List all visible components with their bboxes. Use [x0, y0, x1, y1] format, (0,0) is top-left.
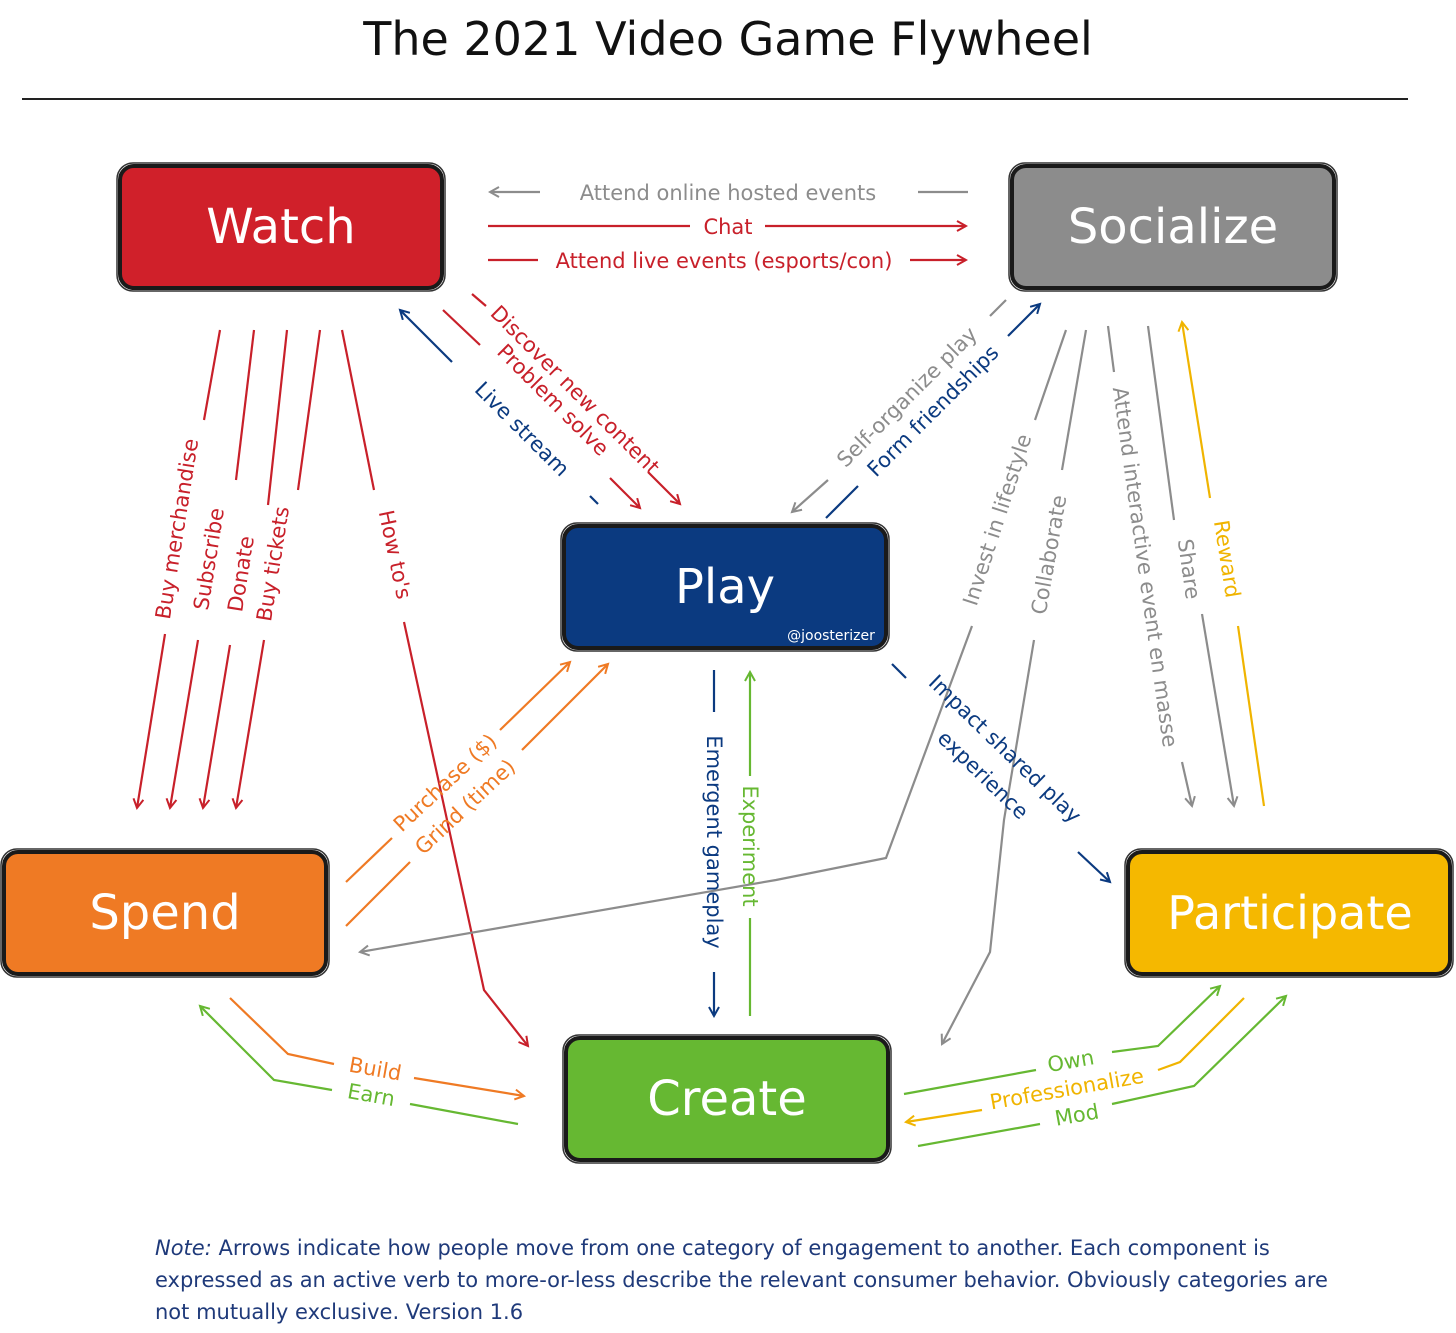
- arrow-earn: [200, 1006, 519, 1126]
- arrow-buy-tickets: [236, 329, 322, 808]
- node-play: Play @joosterizer: [560, 522, 890, 652]
- arrow-self-organize: [792, 299, 1007, 512]
- arrow-live-stream: [400, 310, 599, 505]
- arrow-attend-interactive: [1106, 325, 1192, 806]
- label-mod: Mod: [1053, 1099, 1101, 1130]
- diagram-title: The 2021 Video Game Flywheel: [363, 12, 1093, 66]
- arrow-collaborate: [942, 329, 1088, 1044]
- arrow-professionalize: [906, 997, 1245, 1122]
- arrow-discover: [471, 293, 680, 504]
- label-attend-interactive: Attend interactive event en masse: [1108, 385, 1182, 748]
- arrow-problem-solve: [442, 309, 640, 508]
- label-experiment: Experiment: [738, 785, 762, 906]
- node-play-label: Play: [675, 559, 775, 615]
- label-buy-tickets: Buy tickets: [252, 505, 294, 623]
- arrow-purchase: [345, 662, 570, 883]
- footnote-text: Arrows indicate how people move from one…: [155, 1236, 1328, 1324]
- label-reward: Reward: [1209, 518, 1245, 599]
- arrow-share: [1146, 325, 1234, 806]
- label-emergent: Emergent gameplay: [702, 735, 726, 948]
- footnote: Note: Arrows indicate how people move fr…: [155, 1232, 1355, 1328]
- label-chat: Chat: [703, 215, 752, 239]
- node-watch-label: Watch: [206, 199, 355, 255]
- node-socialize: Socialize: [1008, 162, 1338, 292]
- label-attend-live: Attend live events (esports/con): [556, 249, 893, 273]
- label-discover: Discover new content: [486, 301, 665, 480]
- arrow-reward: [1182, 322, 1266, 807]
- label-collaborate: Collaborate: [1027, 493, 1072, 616]
- arrow-grind: [345, 664, 608, 927]
- node-create-label: Create: [647, 1071, 807, 1127]
- arrow-donate: [203, 329, 289, 808]
- node-create: Create: [562, 1034, 892, 1164]
- node-spend: Spend: [0, 848, 330, 978]
- play-handle: @joosterizer: [787, 628, 875, 644]
- label-invest: Invest in lifestyle: [958, 431, 1036, 609]
- node-participate: Participate: [1124, 848, 1454, 978]
- node-watch: Watch: [116, 162, 446, 292]
- label-how-tos: How to's: [374, 508, 416, 601]
- title-divider: [22, 98, 1408, 100]
- arrow-own: [903, 986, 1220, 1096]
- arrow-how-tos: [340, 329, 528, 1046]
- label-attend-online: Attend online hosted events: [580, 181, 876, 205]
- node-socialize-label: Socialize: [1068, 199, 1278, 255]
- label-share: Share: [1173, 537, 1205, 600]
- arrow-subscribe: [170, 329, 256, 808]
- arrow-buy-merch: [137, 329, 222, 808]
- arrow-mod: [917, 996, 1286, 1148]
- arrow-invest: [360, 329, 1068, 952]
- footnote-lead: Note:: [155, 1236, 212, 1260]
- node-spend-label: Spend: [89, 885, 240, 941]
- arrow-form-friendships: [825, 304, 1040, 519]
- label-earn: Earn: [346, 1079, 397, 1111]
- label-subscribe: Subscribe: [189, 506, 229, 612]
- arrow-build: [229, 997, 524, 1096]
- label-donate: Donate: [223, 534, 259, 613]
- node-participate-label: Participate: [1167, 886, 1412, 940]
- arrow-impact: [891, 663, 1110, 882]
